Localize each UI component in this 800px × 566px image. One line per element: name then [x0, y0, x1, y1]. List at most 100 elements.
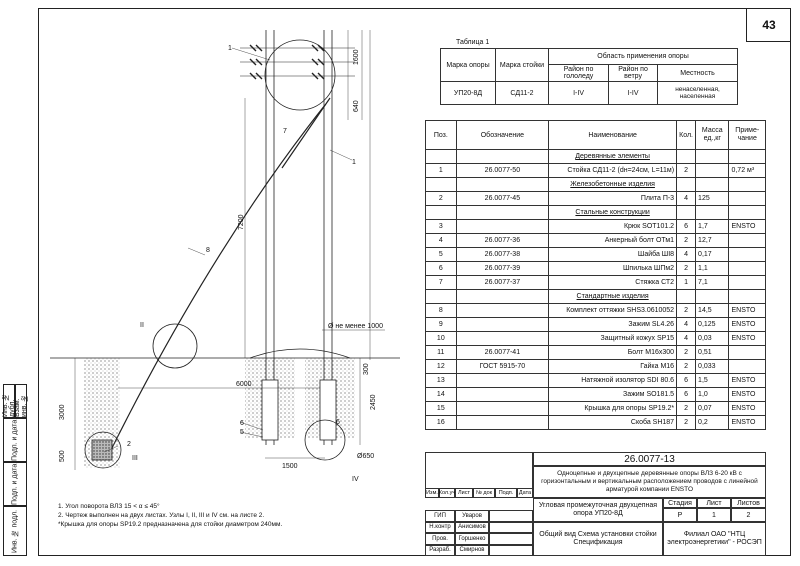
spec-cell-name: Стальные конструкции [548, 205, 678, 220]
sheet-label: Лист [697, 498, 731, 508]
page-number: 43 [746, 8, 791, 42]
stamp-signature [489, 521, 533, 533]
spec-cell-designation: 26.0077-36 [455, 233, 550, 248]
spec-cell-note: ENSTO [728, 387, 766, 402]
detail-circle-IV [304, 419, 346, 461]
spec-cell-name: Зажим SL4.26 [548, 317, 678, 332]
drawing-frame [38, 8, 791, 556]
spec-cell-note: ENSTO [728, 401, 766, 416]
spec-cell-qty: 2 [676, 359, 697, 374]
spec-cell-mass [695, 177, 730, 192]
dimension-label: 3000 [59, 404, 66, 420]
table1-cell: I-IV [547, 81, 610, 105]
spec-cell-pos: 15 [425, 401, 457, 416]
spec-section-row: Стальные конструкции [425, 205, 766, 220]
table1-header: Местность [657, 64, 738, 82]
stamp-header-cell: Подп. [495, 488, 517, 498]
spec-cell-pos [425, 177, 457, 192]
table1-header: Марка стойки [495, 48, 549, 82]
spec-cell-note: ENSTO [728, 373, 766, 388]
spec-section-row: Железобетонные изделия [425, 177, 766, 192]
callout-label: 1 [352, 159, 356, 166]
spec-cell-qty: 2 [676, 401, 697, 416]
spec-header: Обозначение [455, 120, 550, 150]
spec-cell-name: Крышка для опоры SP19.2* [548, 401, 678, 416]
stamp-header-cell: № док [473, 488, 495, 498]
stamp-header-cell: Изм. [425, 488, 439, 498]
callout-label: II [140, 322, 144, 329]
callout-label: 7 [283, 128, 287, 135]
doc-description: Одноцепные и двухцепные деревянные опоры… [533, 466, 766, 498]
table1-cell: ненаселенная, населенная [657, 81, 738, 105]
spec-cell-mass: 1,5 [695, 373, 730, 388]
spec-cell-mass [695, 205, 730, 220]
spec-cell-designation [455, 149, 550, 164]
spec-cell-name: Железобетонные изделия [548, 177, 678, 192]
spec-cell-mass: 0,07 [695, 401, 730, 416]
spec-cell-qty: 2 [676, 163, 697, 178]
spec-cell-designation [455, 205, 550, 220]
spec-cell-mass: 0,51 [695, 345, 730, 360]
spec-cell-designation: 26.0077-37 [455, 275, 550, 290]
spec-cell-name: Шпилька ШПм2 [548, 261, 678, 276]
spec-cell-pos: 4 [425, 233, 457, 248]
spec-cell-qty: 2 [676, 303, 697, 318]
dimension-label: 500 [59, 450, 66, 462]
stamp-signature [489, 544, 533, 556]
spec-cell-name: Скоба SH187 [548, 415, 678, 430]
spec-cell-qty: 4 [676, 331, 697, 346]
spec-cell-name: Плита П-3 [548, 191, 678, 206]
stage-value: Р [663, 508, 697, 522]
spec-cell-designation [455, 219, 550, 234]
spec-cell-mass: 1,7 [695, 219, 730, 234]
spec-cell-name: Комплект оттяжки SHS3.0610052 [548, 303, 678, 318]
stamp-role: Пров. [425, 533, 455, 545]
spec-cell-name: Стандартные изделия [548, 289, 678, 304]
stamp-role: Н.контр [425, 521, 455, 533]
spec-cell-note [728, 359, 766, 374]
spec-cell-name: Болт М16х300 [548, 345, 678, 360]
spec-cell-qty: 6 [676, 373, 697, 388]
dimension-label: 1500 [282, 463, 298, 470]
spec-cell-note: ENSTO [728, 331, 766, 346]
spec-cell-mass: 0,17 [695, 247, 730, 262]
detail-circle-I [264, 39, 336, 111]
spec-cell-name: Анкерный болт ОТм1 [548, 233, 678, 248]
spec-cell-designation [455, 373, 550, 388]
specification-table: Поз. Обозначение Наименование Кол. Масса… [425, 120, 766, 430]
callout-label: IV [352, 476, 359, 483]
spec-cell-name: Гайка М16 [548, 359, 678, 374]
spec-cell-pos: 10 [425, 331, 457, 346]
spec-cell-qty [676, 177, 697, 192]
spec-cell-name: Стойка СД11-2 (dн=24см, L=11м) [548, 163, 678, 178]
spec-cell-designation: 26.0077-41 [455, 345, 550, 360]
stamp-role: Разраб. [425, 544, 455, 556]
spec-header: Наименование [548, 120, 678, 150]
spec-cell-mass: 125 [695, 191, 730, 206]
sheets-value: 2 [731, 508, 766, 522]
spec-header: Масса ед.,кг [695, 120, 730, 150]
spec-cell-mass: 14,5 [695, 303, 730, 318]
table1-header: Область применения опоры [548, 48, 738, 65]
spec-cell-qty: 2 [676, 233, 697, 248]
spec-section-row: Деревянные элементы [425, 149, 766, 164]
spec-cell-mass: 0,03 [695, 331, 730, 346]
dimension-label: 1600 [353, 49, 360, 65]
spec-cell-qty: 4 [676, 317, 697, 332]
note-line: *Крышка для опоры SP19.2 предназначена д… [58, 521, 283, 528]
spec-header: Приме-чание [728, 120, 766, 150]
spec-cell-mass: 0,125 [695, 317, 730, 332]
stamp-header-cell: Кол.уч [438, 488, 456, 498]
spec-cell-pos: 16 [425, 415, 457, 430]
